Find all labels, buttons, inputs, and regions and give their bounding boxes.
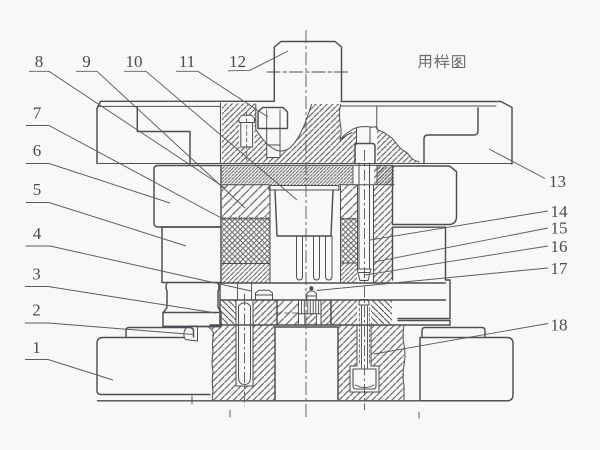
svg-text:11: 11 — [179, 52, 195, 71]
svg-text:17: 17 — [551, 259, 569, 278]
svg-text:12: 12 — [229, 52, 246, 71]
svg-text:14: 14 — [551, 202, 569, 221]
svg-text:13: 13 — [549, 172, 566, 191]
svg-text:5: 5 — [33, 180, 42, 199]
svg-text:16: 16 — [551, 237, 568, 256]
svg-text:4: 4 — [33, 224, 42, 243]
svg-text:18: 18 — [551, 316, 568, 335]
svg-text:9: 9 — [82, 52, 91, 71]
svg-text:1: 1 — [32, 338, 41, 357]
svg-text:3: 3 — [32, 265, 41, 284]
svg-text:7: 7 — [33, 104, 42, 123]
svg-text:8: 8 — [35, 52, 44, 71]
svg-text:6: 6 — [33, 141, 42, 160]
svg-text:2: 2 — [32, 301, 41, 320]
svg-text:10: 10 — [126, 52, 143, 71]
svg-text:15: 15 — [551, 219, 568, 238]
